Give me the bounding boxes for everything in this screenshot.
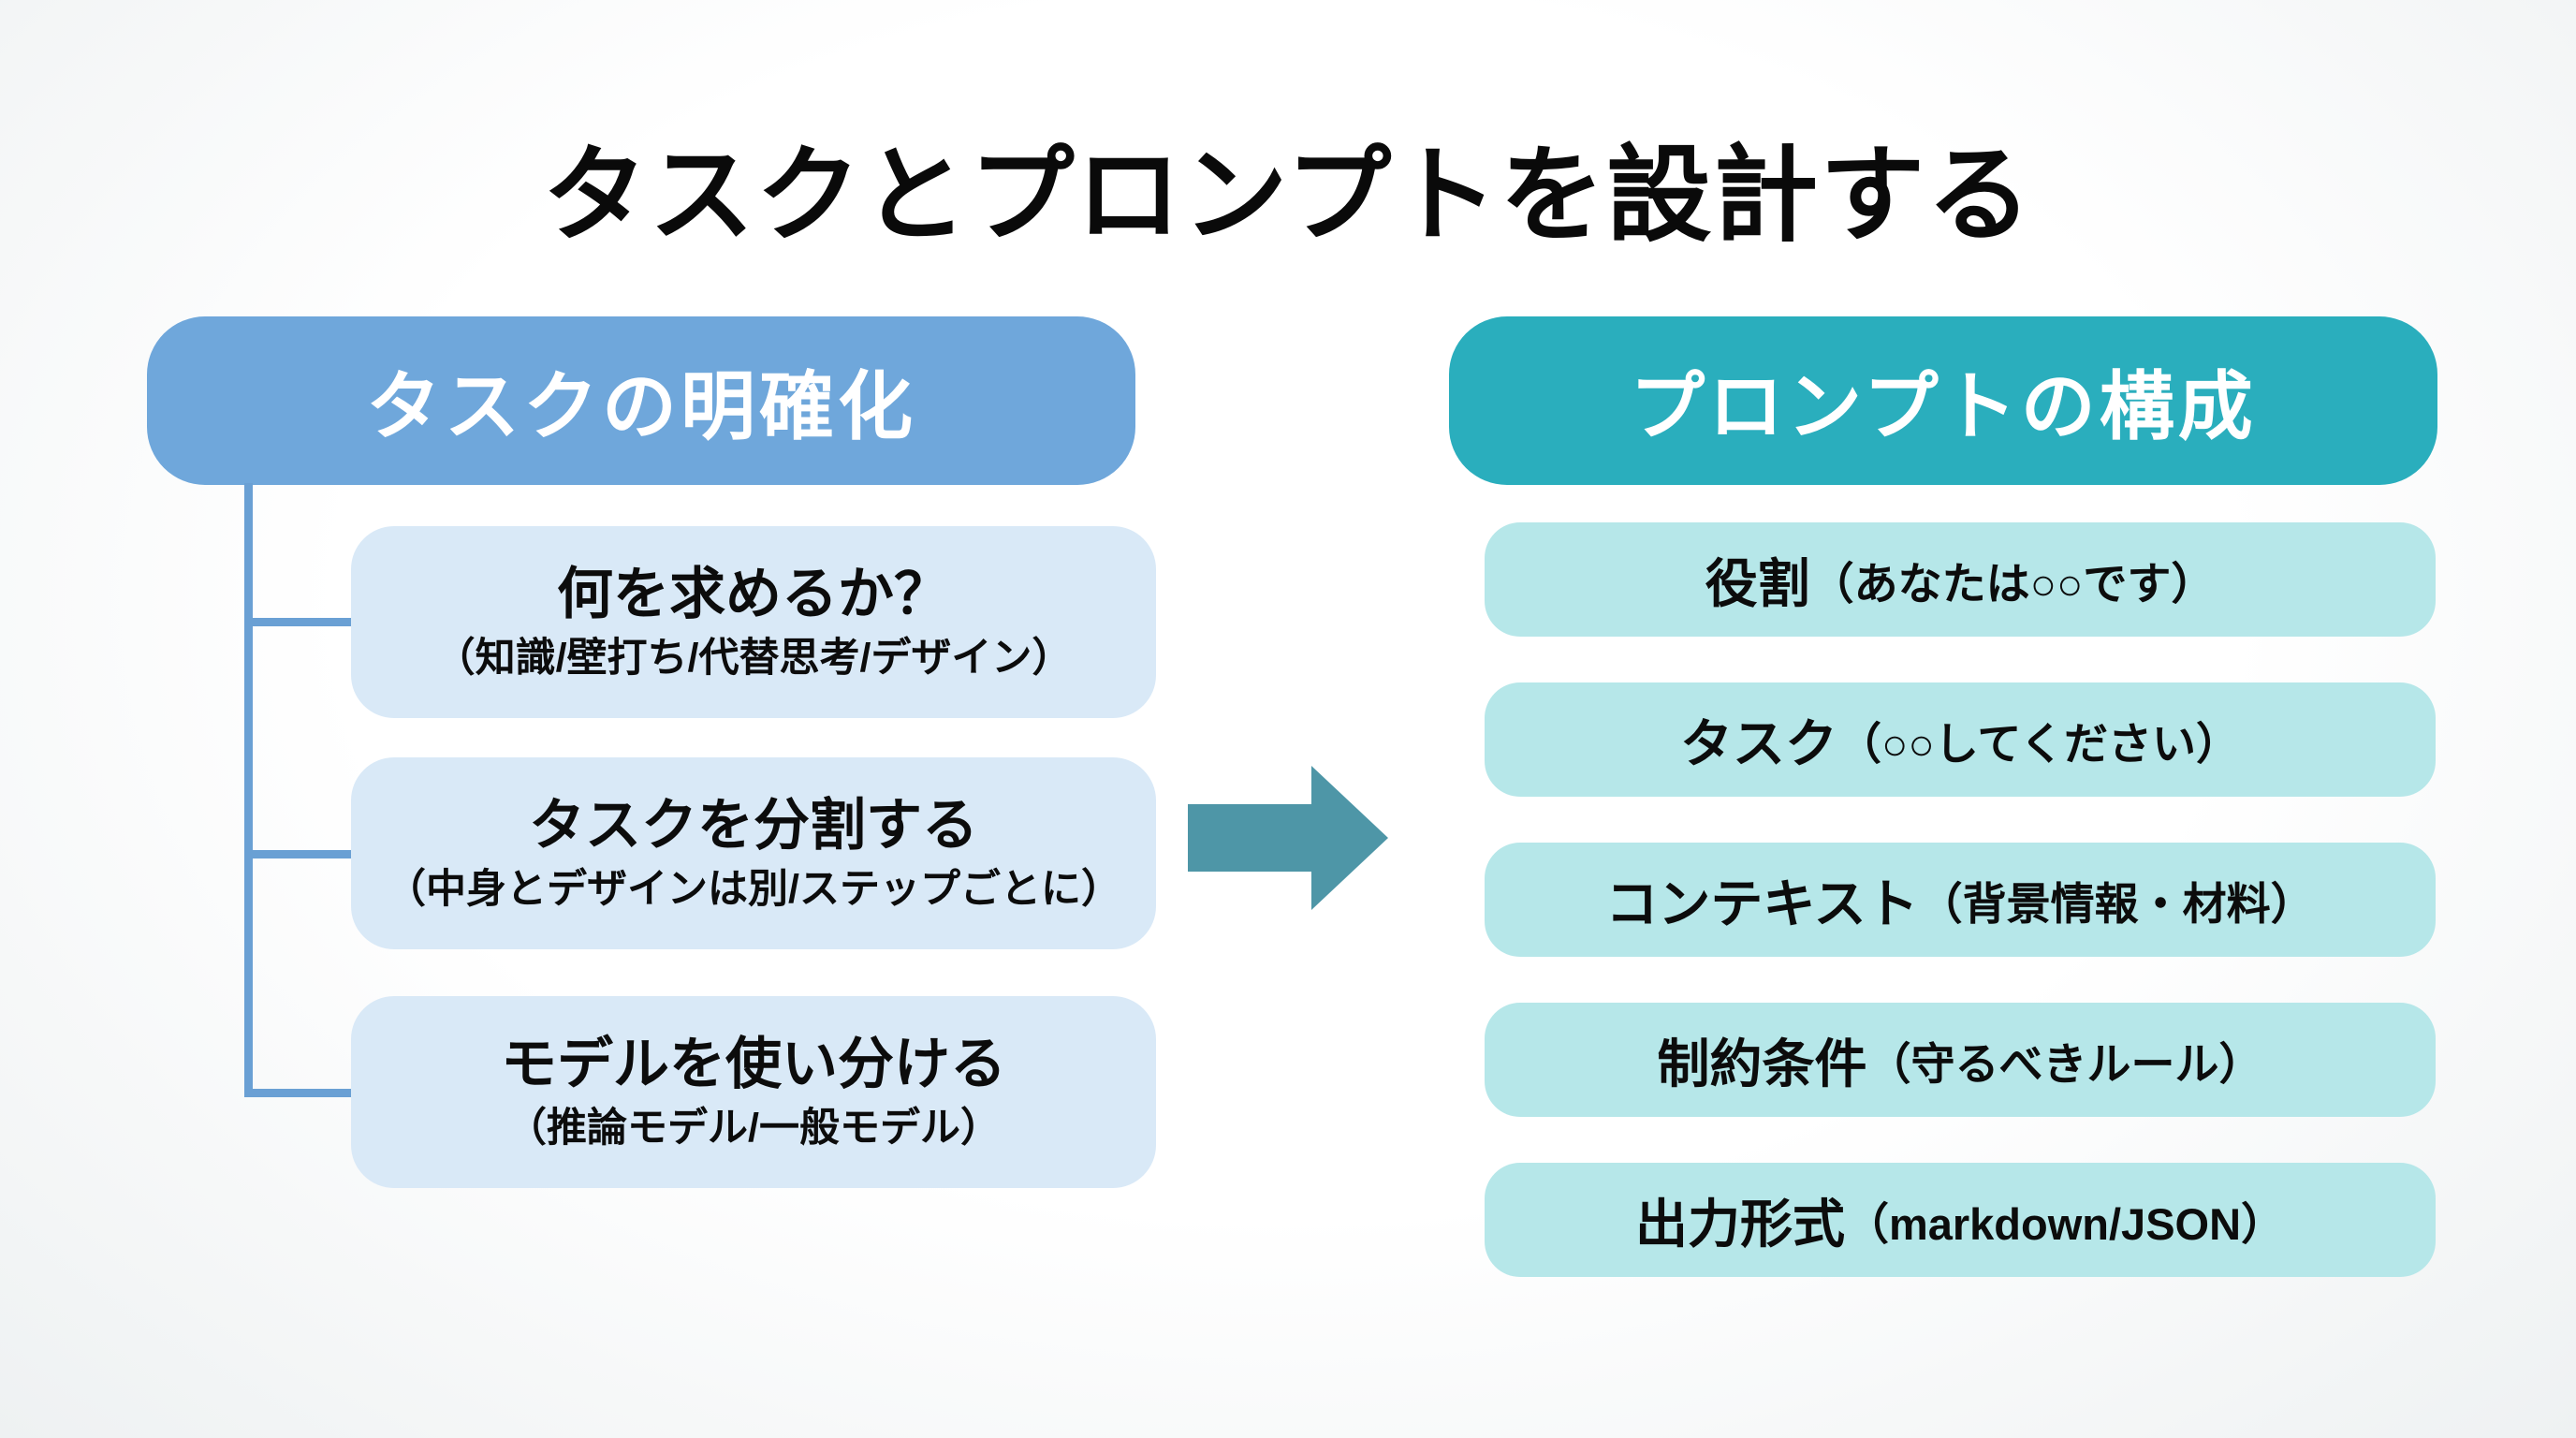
left-item-subtitle: （中身とデザインは別/ステップごとに） [386,866,1121,912]
left-item-what-to-ask: 何を求めるか？ （知識/壁打ち/代替思考/デザイン） [351,526,1156,718]
right-item-context: コンテキスト（背景情報・材料） [1485,843,2436,957]
right-item-constraints: 制約条件（守るべきルール） [1485,1003,2436,1117]
right-item-detail: （○○してください） [1837,718,2240,769]
left-group-header: タスクの明確化 [147,316,1135,485]
right-group-header: プロンプトの構成 [1449,316,2437,485]
right-arrow-icon [1188,766,1388,910]
tree-connector-branch-2 [244,850,355,858]
right-item-detail: （markdown/JSON） [1844,1198,2286,1249]
left-item-subtitle: （知識/壁打ち/代替思考/デザイン） [434,635,1073,681]
page-title: タスクとプロンプトを設計する [542,137,2034,254]
right-item-detail: （あなたは○○です） [1809,558,2216,609]
tree-connector-vertical [244,483,253,1097]
left-item-choose-model: モデルを使い分ける （推論モデル/一般モデル） [351,996,1156,1188]
left-item-split-tasks: タスクを分割する （中身とデザインは別/ステップごとに） [351,757,1156,949]
right-item-detail: （背景情報・材料） [1918,878,2315,929]
right-item-term: 制約条件 [1657,1034,1867,1093]
left-item-subtitle: （推論モデル/一般モデル） [506,1105,1001,1151]
left-item-title: 何を求めるか？ [557,562,950,625]
right-item-term: タスク [1680,713,1838,773]
right-item-term: 役割 [1705,553,1810,613]
right-item-detail: （守るべきルール） [1866,1038,2263,1089]
right-item-output-format: 出力形式（markdown/JSON） [1485,1163,2436,1277]
left-item-title: モデルを使い分ける [501,1032,1006,1095]
tree-connector-branch-1 [244,618,355,626]
left-item-title: タスクを分割する [529,793,978,857]
right-item-role: 役割（あなたは○○です） [1485,522,2436,637]
right-item-term: 出力形式 [1634,1194,1845,1254]
right-item-task: タスク（○○してください） [1485,682,2436,797]
right-item-term: コンテキスト [1605,873,1919,933]
tree-connector-branch-3 [244,1089,355,1097]
